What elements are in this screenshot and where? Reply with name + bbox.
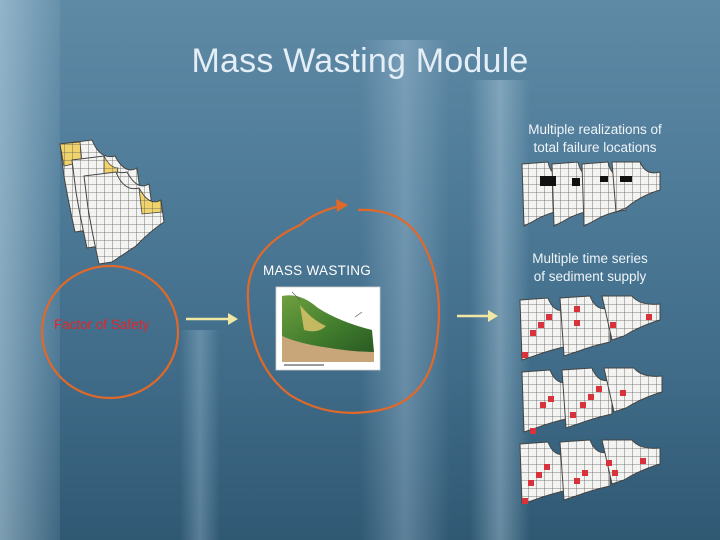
- arrow-to-outputs: [457, 310, 498, 322]
- failure-cell: [600, 176, 608, 182]
- realizations-caption-line-2: total failure locations: [533, 140, 657, 155]
- page-title: Mass Wasting Module: [191, 42, 529, 80]
- mass-wasting-label: MASS WASTING: [263, 263, 372, 278]
- input-grid-3-highlight: [138, 187, 163, 215]
- timeseries-caption: Multiple time series of sediment supply: [505, 250, 675, 286]
- mass-wasting-circle: [246, 208, 441, 414]
- factor-of-safety-label: Factor of Safety: [54, 317, 150, 332]
- realizations-caption: Multiple realizations of total failure l…: [505, 121, 685, 157]
- arrow-to-mass-wasting: [186, 313, 238, 325]
- background-waterfall: [0, 0, 60, 540]
- failure-cell: [572, 178, 580, 186]
- input-grid-3: [83, 171, 165, 265]
- factor-of-safety-circle: [40, 264, 180, 400]
- input-grid-stack: [59, 139, 165, 265]
- realization-grid-4: [611, 161, 661, 213]
- failure-realization-grids: [521, 161, 661, 227]
- timeseries-caption-line-2: of sediment supply: [533, 269, 647, 284]
- realizations-caption-line-1: Multiple realizations of: [528, 122, 662, 137]
- failure-cell: [620, 176, 632, 182]
- timeseries-caption-line-1: Multiple time series: [532, 251, 648, 266]
- time-series-row-2: [521, 367, 663, 434]
- time-series-row-3: [519, 439, 661, 505]
- loop-arrowhead: [299, 199, 348, 226]
- sediment-time-series: [519, 295, 663, 505]
- time-series-row-1: [519, 295, 661, 361]
- background-waterfall: [180, 330, 220, 540]
- landslide-block-diagram: [275, 286, 381, 371]
- failure-cell: [540, 176, 556, 186]
